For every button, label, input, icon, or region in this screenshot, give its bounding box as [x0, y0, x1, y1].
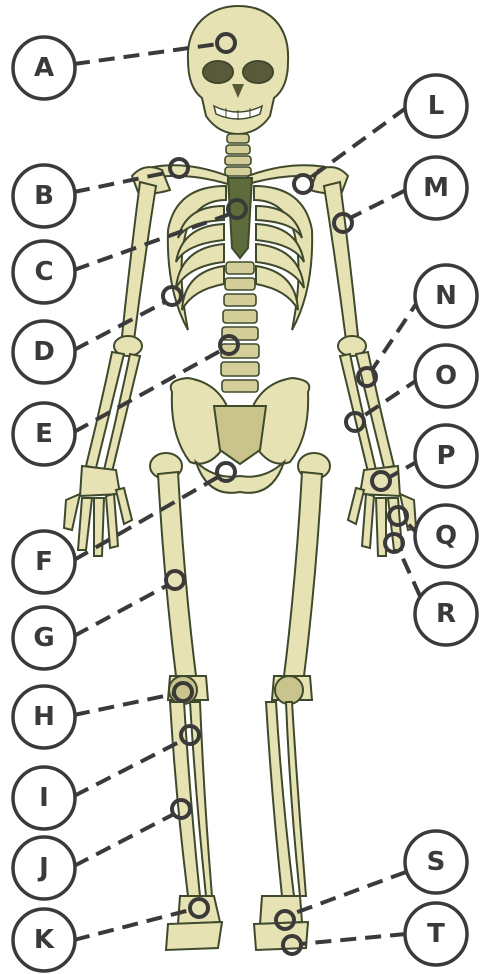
label-p-text: P	[436, 441, 455, 471]
label-c-text: C	[34, 257, 53, 287]
label-n[interactable]: N	[415, 265, 477, 327]
label-a-text: A	[34, 53, 54, 83]
label-s[interactable]: S	[405, 831, 467, 893]
label-r[interactable]: R	[415, 583, 477, 645]
label-m-text: M	[423, 173, 449, 203]
label-f-text: F	[35, 547, 53, 577]
label-h-text: H	[33, 702, 55, 732]
label-a[interactable]: A	[13, 37, 75, 99]
leader-line-l	[310, 108, 406, 178]
label-b-text: B	[34, 181, 54, 211]
label-d-text: D	[33, 337, 55, 367]
leader-line-s	[292, 872, 406, 914]
leader-line-g	[74, 585, 168, 636]
lumbar-spine	[221, 262, 259, 392]
leader-line-t	[300, 934, 406, 944]
label-i-text: I	[39, 783, 49, 813]
label-b[interactable]: B	[13, 165, 75, 227]
leg-right	[254, 453, 330, 950]
label-c[interactable]: C	[13, 241, 75, 303]
label-l[interactable]: L	[405, 75, 467, 137]
label-g-text: G	[33, 623, 54, 653]
leader-line-h	[74, 694, 174, 715]
pelvis	[171, 378, 310, 493]
label-l-text: L	[428, 91, 445, 121]
label-t[interactable]: T	[405, 903, 467, 965]
leader-line-j	[74, 814, 174, 866]
label-m[interactable]: M	[405, 157, 467, 219]
label-p[interactable]: P	[415, 425, 477, 487]
label-s-text: S	[427, 847, 446, 877]
cervical-spine	[225, 134, 251, 176]
marker-l	[294, 175, 312, 193]
label-r-text: R	[436, 599, 456, 629]
label-q-text: Q	[435, 521, 457, 551]
label-h[interactable]: H	[13, 686, 75, 748]
leader-line-i	[74, 740, 183, 796]
arm-left	[64, 182, 156, 556]
skull	[188, 6, 288, 134]
leader-line-r	[400, 552, 420, 596]
label-n-text: N	[435, 281, 457, 311]
label-d[interactable]: D	[13, 321, 75, 383]
label-o-text: O	[435, 361, 457, 391]
label-k-text: K	[34, 925, 55, 955]
leader-line-m	[350, 190, 406, 218]
label-o[interactable]: O	[415, 345, 477, 407]
label-j[interactable]: J	[13, 837, 75, 899]
label-g[interactable]: G	[13, 607, 75, 669]
label-e-text: E	[35, 419, 53, 449]
label-e[interactable]: E	[13, 403, 75, 465]
skeleton-figure	[64, 6, 416, 950]
label-t-text: T	[427, 919, 445, 949]
label-q[interactable]: Q	[415, 505, 477, 567]
leader-line-n	[372, 298, 420, 370]
label-k[interactable]: K	[13, 909, 75, 971]
label-i[interactable]: I	[13, 767, 75, 829]
label-f[interactable]: F	[13, 531, 75, 593]
label-j-text: J	[37, 853, 49, 883]
